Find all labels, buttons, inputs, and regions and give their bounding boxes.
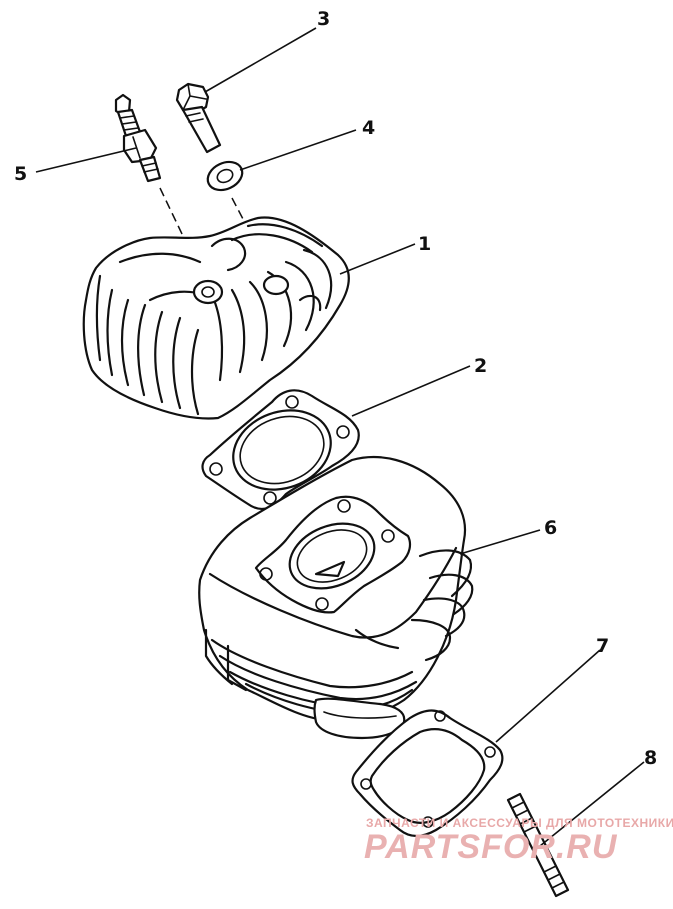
callout-8: 8 (644, 747, 657, 769)
watermark-logo: PARTSFOR.RU (364, 828, 618, 866)
callout-3: 3 (317, 8, 330, 30)
callout-7: 7 (596, 635, 609, 657)
callout-5: 5 (14, 163, 27, 185)
watermark: ЗАПЧАСТИ И АКСЕССУАРЫ ДЛЯ МОТОТЕХНИКИ PA… (364, 816, 673, 866)
head-gasket-part-2 (201, 389, 360, 511)
bolt-part-3 (175, 82, 222, 154)
washer-part-4 (206, 160, 244, 192)
callout-labels: 1 2 3 4 5 6 7 8 (14, 8, 657, 769)
callout-1: 1 (418, 233, 431, 255)
callout-2: 2 (474, 355, 487, 377)
stud-part-8 (506, 792, 570, 898)
cylinder-head-part-1 (82, 216, 350, 420)
callout-6: 6 (544, 517, 557, 539)
plug-part-5 (114, 93, 162, 183)
watermark-tagline: ЗАПЧАСТИ И АКСЕССУАРЫ ДЛЯ МОТОТЕХНИКИ (366, 816, 673, 830)
callout-4: 4 (362, 117, 375, 139)
base-gasket-part-7 (351, 709, 504, 838)
leader-lines (35, 27, 645, 847)
